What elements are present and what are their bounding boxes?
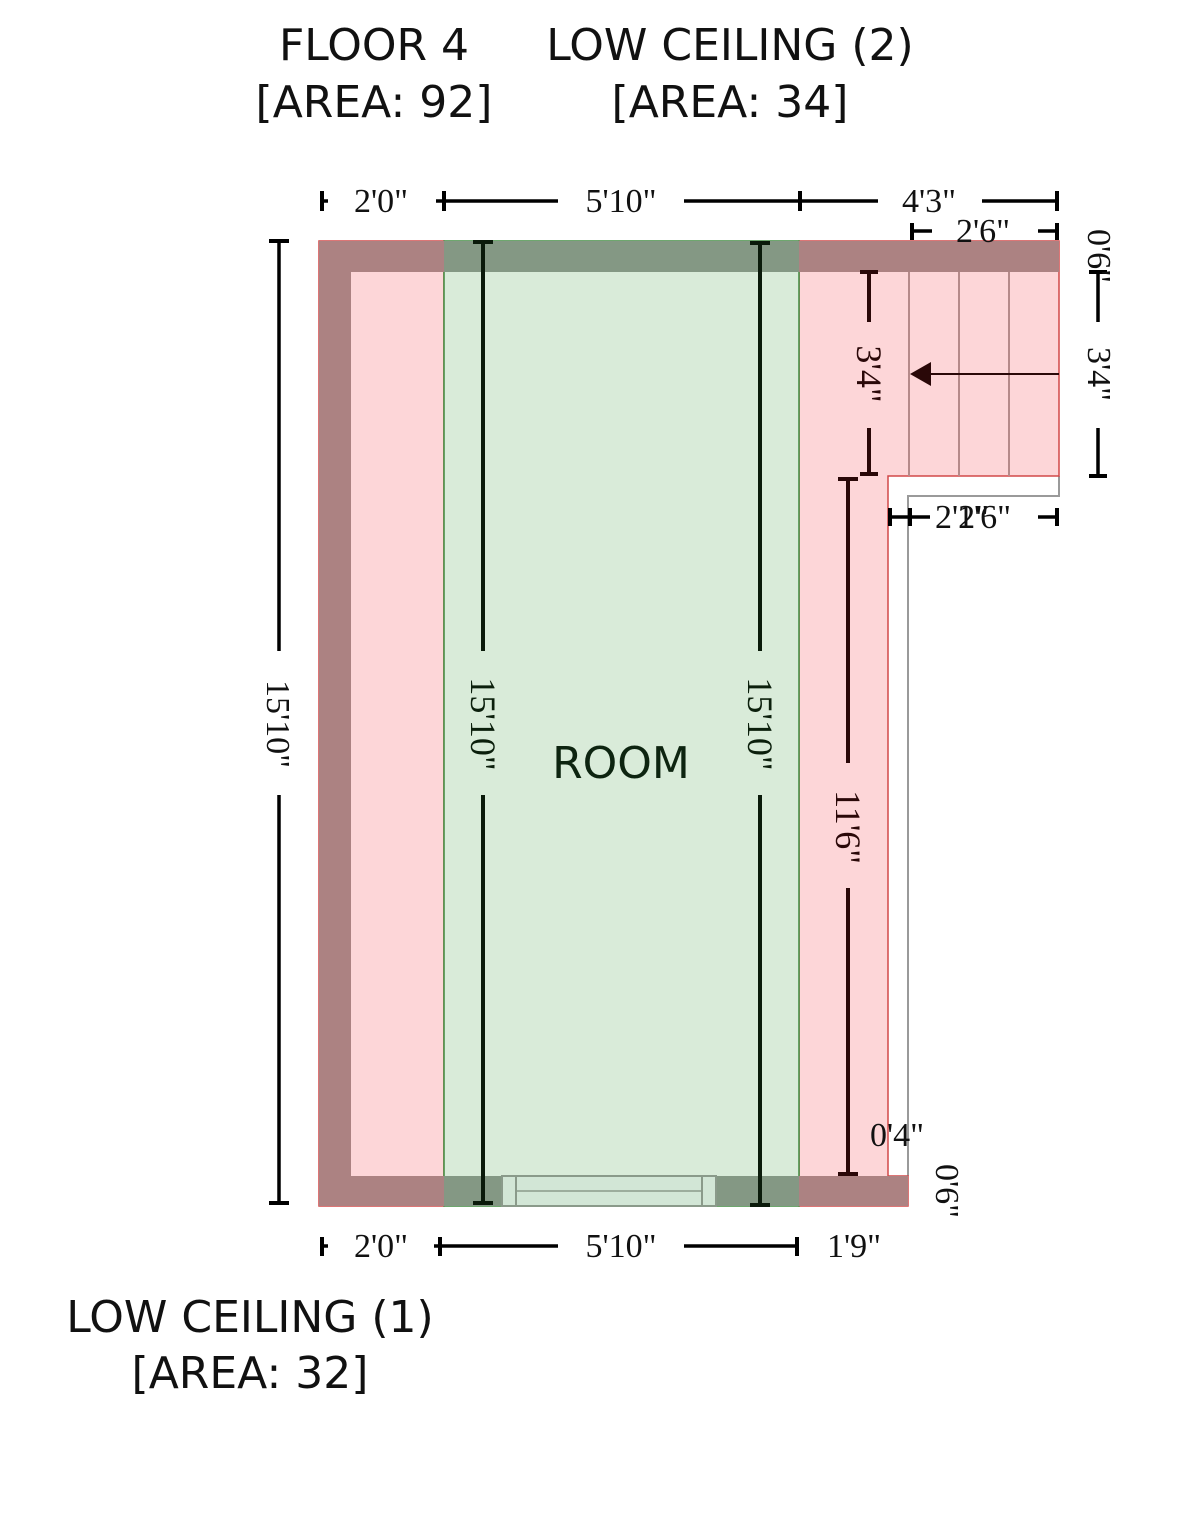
low-ceiling-2-header: LOW CEILING (2) [AREA: 34] (546, 20, 913, 128)
low-ceiling-2-area: [AREA: 34] (612, 77, 849, 128)
dim-stair-depth-left: 3'4" (849, 345, 889, 402)
floor-header: FLOOR 4 [AREA: 92] (256, 20, 493, 128)
dim-under-stair-b: 1'6" (957, 499, 1011, 536)
room-area (443, 240, 800, 1207)
dimension-right-height: 11'6" (828, 477, 868, 1176)
dim-bottom-right: 1'9" (827, 1228, 881, 1265)
dimension-top-row: 2'0" 5'10" 4'3" (320, 183, 1059, 220)
floor-name: FLOOR 4 (279, 20, 469, 71)
dim-top-left: 2'0" (354, 183, 408, 220)
wall-top-right (799, 241, 1059, 272)
low-ceiling-1-name: LOW CEILING (1) (66, 1292, 433, 1343)
wall-top-left (351, 241, 444, 272)
dim-bottom-left: 2'0" (354, 1228, 408, 1265)
dimension-stair-depth-right: 3'4" (1080, 272, 1117, 478)
low-ceiling-1-header: LOW CEILING (1) [AREA: 32] (66, 1292, 433, 1399)
dimension-under-stair: 2'2" 1'6" (888, 499, 1059, 536)
dimension-room-right-height: 15'10" (740, 241, 780, 1207)
dimension-left-height: 15'10" (259, 239, 296, 1205)
stair-arrow-icon (910, 362, 931, 386)
dim-bottom-mid: 5'10" (585, 1228, 656, 1265)
low-ceiling-1-area: [AREA: 32] (132, 1348, 369, 1399)
wall-left (319, 241, 351, 1206)
wall-bottom-left (351, 1176, 444, 1206)
notch-outline (907, 476, 1060, 1176)
dim-right-inset: 0'4" (870, 1117, 924, 1154)
dim-room-left-height: 15'10" (463, 677, 503, 770)
dim-stair-depth-right: 3'4" (1080, 347, 1117, 401)
dim-stair-width: 2'6" (956, 213, 1010, 250)
dim-top-mid: 5'10" (585, 183, 656, 220)
room-label: ROOM (552, 738, 690, 789)
dimension-bottom-row: 2'0" 5'10" 1'9" (320, 1228, 881, 1265)
dimension-stair-width: 2'6" (910, 213, 1059, 250)
wall-bottom-right (799, 1176, 908, 1206)
floor-area: [AREA: 92] (256, 77, 493, 128)
dimension-room-left-height: 15'10" (463, 240, 503, 1205)
low-ceiling-right-area (798, 240, 1060, 1207)
low-ceiling-2-name: LOW CEILING (2) (546, 20, 913, 71)
dimension-stair-depth-left: 3'4" (849, 270, 889, 476)
dim-bottom-right-offset: 0'6" (928, 1164, 965, 1218)
stairs (908, 272, 1059, 476)
dim-top-right: 4'3" (902, 183, 956, 220)
dim-room-right-height: 15'10" (740, 677, 780, 770)
wall-top-room (444, 241, 799, 272)
dim-left-height: 15'10" (259, 680, 296, 768)
dim-right-height: 11'6" (828, 790, 868, 864)
window (501, 1175, 717, 1207)
dim-under-stair-a: 2'2" (935, 499, 989, 536)
